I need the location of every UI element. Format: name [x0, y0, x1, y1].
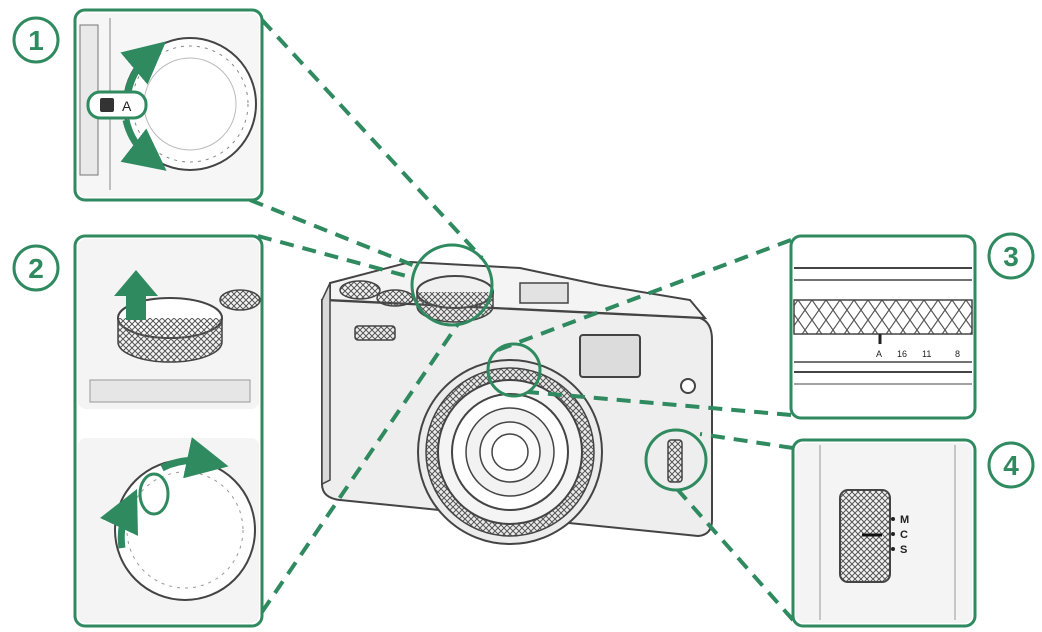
leader-lines: [249, 18, 795, 622]
aperture-label-a: A: [876, 349, 882, 359]
inset-panel-2: [73, 234, 264, 628]
callout-number-3: 3: [1003, 241, 1019, 272]
focus-mode-label-c: C: [900, 529, 908, 541]
dial-index-highlight: [138, 472, 170, 516]
rotate-arrow-down-icon: [120, 119, 167, 171]
focus-mode-label-s: S: [900, 544, 907, 556]
inset-panel-3: A 16 11 8: [789, 234, 977, 420]
callout-number-2: 2: [28, 253, 44, 284]
aperture-label-8: 8: [955, 349, 960, 359]
dial-lock-highlight: [86, 90, 148, 120]
dial-lock-button-icon: [100, 98, 114, 112]
aperture-label-16: 16: [897, 349, 907, 359]
rotate-arrow-up-icon: [120, 41, 167, 93]
aperture-ring-knurl: [793, 299, 973, 335]
callout-badge-1: 1: [12, 16, 60, 64]
turn-arrow-left-icon: [100, 489, 139, 549]
highlight-circle-1-2: [410, 243, 494, 327]
callout-number-1: 1: [28, 25, 44, 56]
aperture-label-11: 11: [922, 349, 931, 359]
lift-arrow-icon: [114, 270, 158, 320]
camera-lens: [417, 359, 603, 545]
inset-panel-1: A: [73, 8, 264, 202]
callout-badge-2: 2: [12, 244, 60, 292]
camera-focus-selector: [667, 439, 683, 483]
inset-panel-4: M C S: [791, 438, 977, 628]
turn-arrow-top-icon: [160, 437, 229, 479]
highlight-circle-3: [486, 342, 542, 398]
callout-badge-3: 3: [987, 232, 1035, 280]
callout-number-4: 4: [1003, 450, 1019, 481]
focus-mode-label-m: M: [900, 514, 909, 526]
callout-badge-4: 4: [987, 441, 1035, 489]
dial-lock-mark: A: [122, 98, 132, 114]
highlight-circle-4: [644, 428, 708, 492]
